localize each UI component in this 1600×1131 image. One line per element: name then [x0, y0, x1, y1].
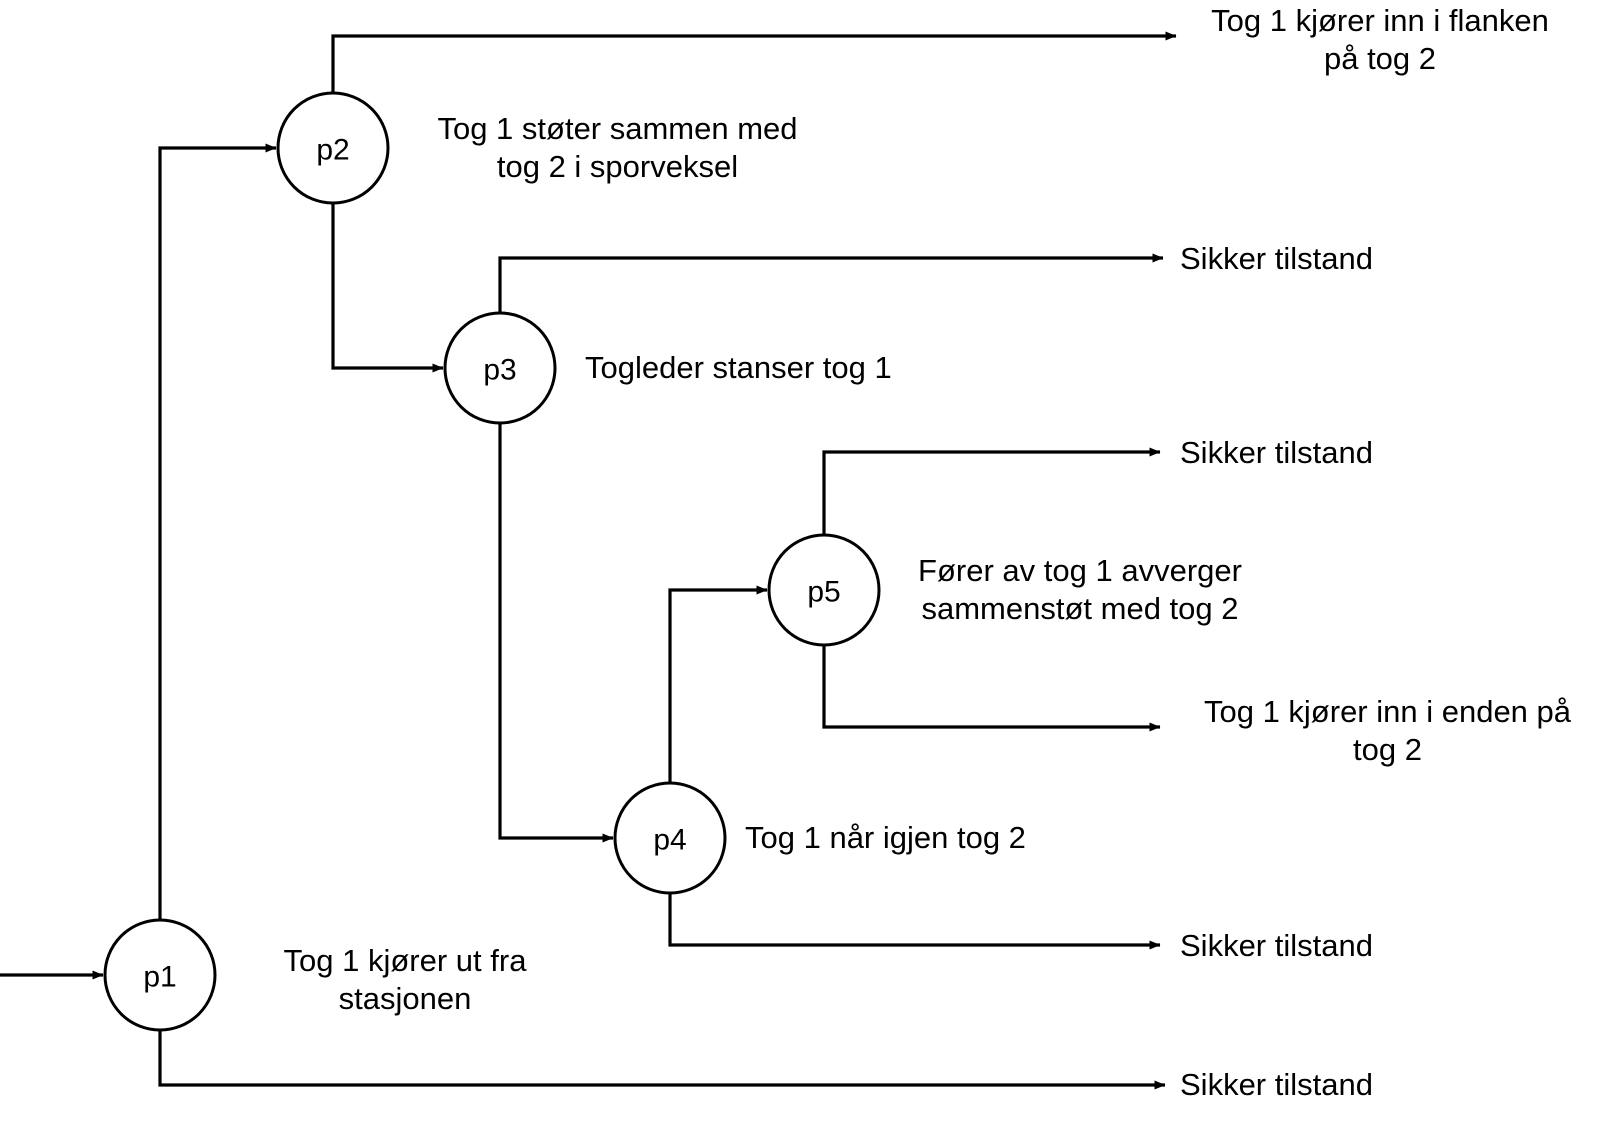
node-p1[interactable]: p1 [103, 918, 217, 1032]
edge-p3-to-p4 [498, 423, 614, 843]
outcome-label-sikker-tilstand-p3: Sikker tilstand [1180, 241, 1373, 276]
edge-p4-to-outcome-sikker-tilstand [668, 893, 1161, 950]
node-p4-description: Tog 1 når igjen tog 2 [745, 820, 1026, 855]
edge-p5-to-outcome-enden [822, 645, 1161, 732]
edge-p2-to-p3 [331, 203, 444, 373]
node-p3-label: p3 [483, 354, 516, 387]
node-p4[interactable]: p4 [613, 781, 727, 895]
node-p4-label: p4 [653, 824, 686, 857]
node-p2-label: p2 [316, 134, 349, 167]
outcome-label-tog1-enden: Tog 1 kjører inn i enden på tog 2 [1203, 694, 1572, 767]
node-p1-circle[interactable] [103, 918, 217, 1032]
node-p5-circle[interactable] [767, 533, 881, 647]
node-p5[interactable]: p5 [767, 533, 881, 647]
node-p2-circle[interactable] [276, 91, 390, 205]
node-p3-circle[interactable] [443, 311, 557, 425]
node-p1-label: p1 [143, 961, 176, 994]
node-p3[interactable]: p3 [443, 311, 557, 425]
node-p4-circle[interactable] [613, 781, 727, 895]
edge-p3-to-outcome-sikker-tilstand [498, 253, 1164, 313]
node-p5-label: p5 [807, 576, 840, 609]
node-p2[interactable]: p2 [276, 91, 390, 205]
node-p1-description: Tog 1 kjører ut fra stasjonen [283, 943, 527, 1016]
edge-p1-to-p2 [158, 143, 277, 920]
outcome-label-sikker-tilstand-p5: Sikker tilstand [1180, 435, 1373, 470]
outcome-label-sikker-tilstand-p1: Sikker tilstand [1180, 1067, 1373, 1102]
node-p3-description: Togleder stanser tog 1 [585, 350, 892, 385]
outcome-label-sikker-tilstand-p4: Sikker tilstand [1180, 928, 1373, 963]
edge-p5-to-outcome-sikker-tilstand [822, 447, 1161, 535]
edge-p4-to-p5 [668, 585, 768, 783]
node-p5-description: Fører av tog 1 avverger sammenstøt med t… [918, 553, 1242, 626]
outcome-label-tog1-flanken: Tog 1 kjører inn i flanken på tog 2 [1211, 3, 1549, 76]
edge-p1-to-outcome-sikker-tilstand [158, 1030, 1166, 1090]
edge-p2-to-outcome-flanke [331, 31, 1177, 93]
node-p2-description: Tog 1 støter sammen med tog 2 i sporveks… [437, 111, 798, 184]
